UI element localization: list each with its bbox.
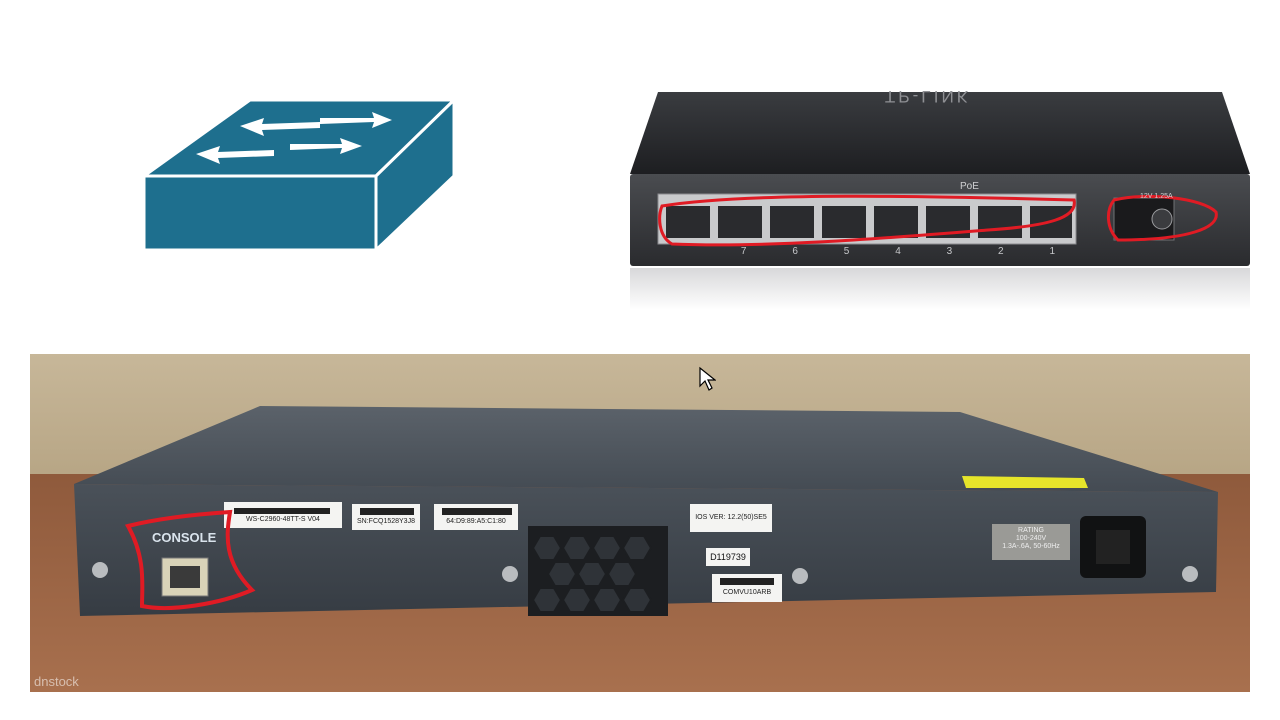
power-rating-label: 12V 1.25A	[1140, 193, 1173, 200]
port-number: 2	[998, 246, 1004, 257]
port-number: 5	[843, 246, 850, 257]
rating-line: 100-240V	[1015, 535, 1047, 542]
console-annotation	[124, 509, 256, 610]
rating-line: 1.3A-.6A, 50-60Hz	[1002, 543, 1060, 550]
poe-label: PoE	[960, 181, 979, 192]
network-switch-icon	[140, 96, 458, 254]
console-label: CONSOLE	[152, 530, 217, 545]
cisco-switch-photo	[30, 354, 1250, 692]
port-number: 3	[946, 246, 953, 257]
id-label: D119739	[710, 552, 746, 562]
brand-logo: TP-LINK	[884, 87, 972, 106]
mac-label: 64:D9:89:A5:C1:80	[446, 518, 506, 525]
power-annotation	[1107, 194, 1218, 242]
port-number: 7	[740, 246, 747, 257]
ios-version-label: IOS VER: 12.2(50)SE5	[695, 514, 767, 521]
watermark: dnstock	[34, 674, 79, 689]
model-label: WS-C2960-48TT-S V04	[246, 516, 320, 523]
rating-title: RATING	[1018, 527, 1044, 534]
mouse-cursor-icon	[699, 366, 716, 391]
port-number: 4	[895, 246, 901, 257]
poe-switch-photo	[630, 92, 1250, 310]
power-rating-sticker: RATING 100-240V 1.3A-.6A, 50-60Hz	[992, 527, 1070, 551]
port-number: 6	[792, 246, 798, 257]
ports-annotation	[658, 194, 1076, 247]
code-label: COMVU10ARB	[722, 589, 772, 596]
port-number: 1	[1049, 246, 1056, 257]
serial-label: SN:FCQ1528Y3J8	[357, 518, 415, 525]
port-number-row: 7 6 5 4 3 2 1	[718, 246, 1078, 257]
